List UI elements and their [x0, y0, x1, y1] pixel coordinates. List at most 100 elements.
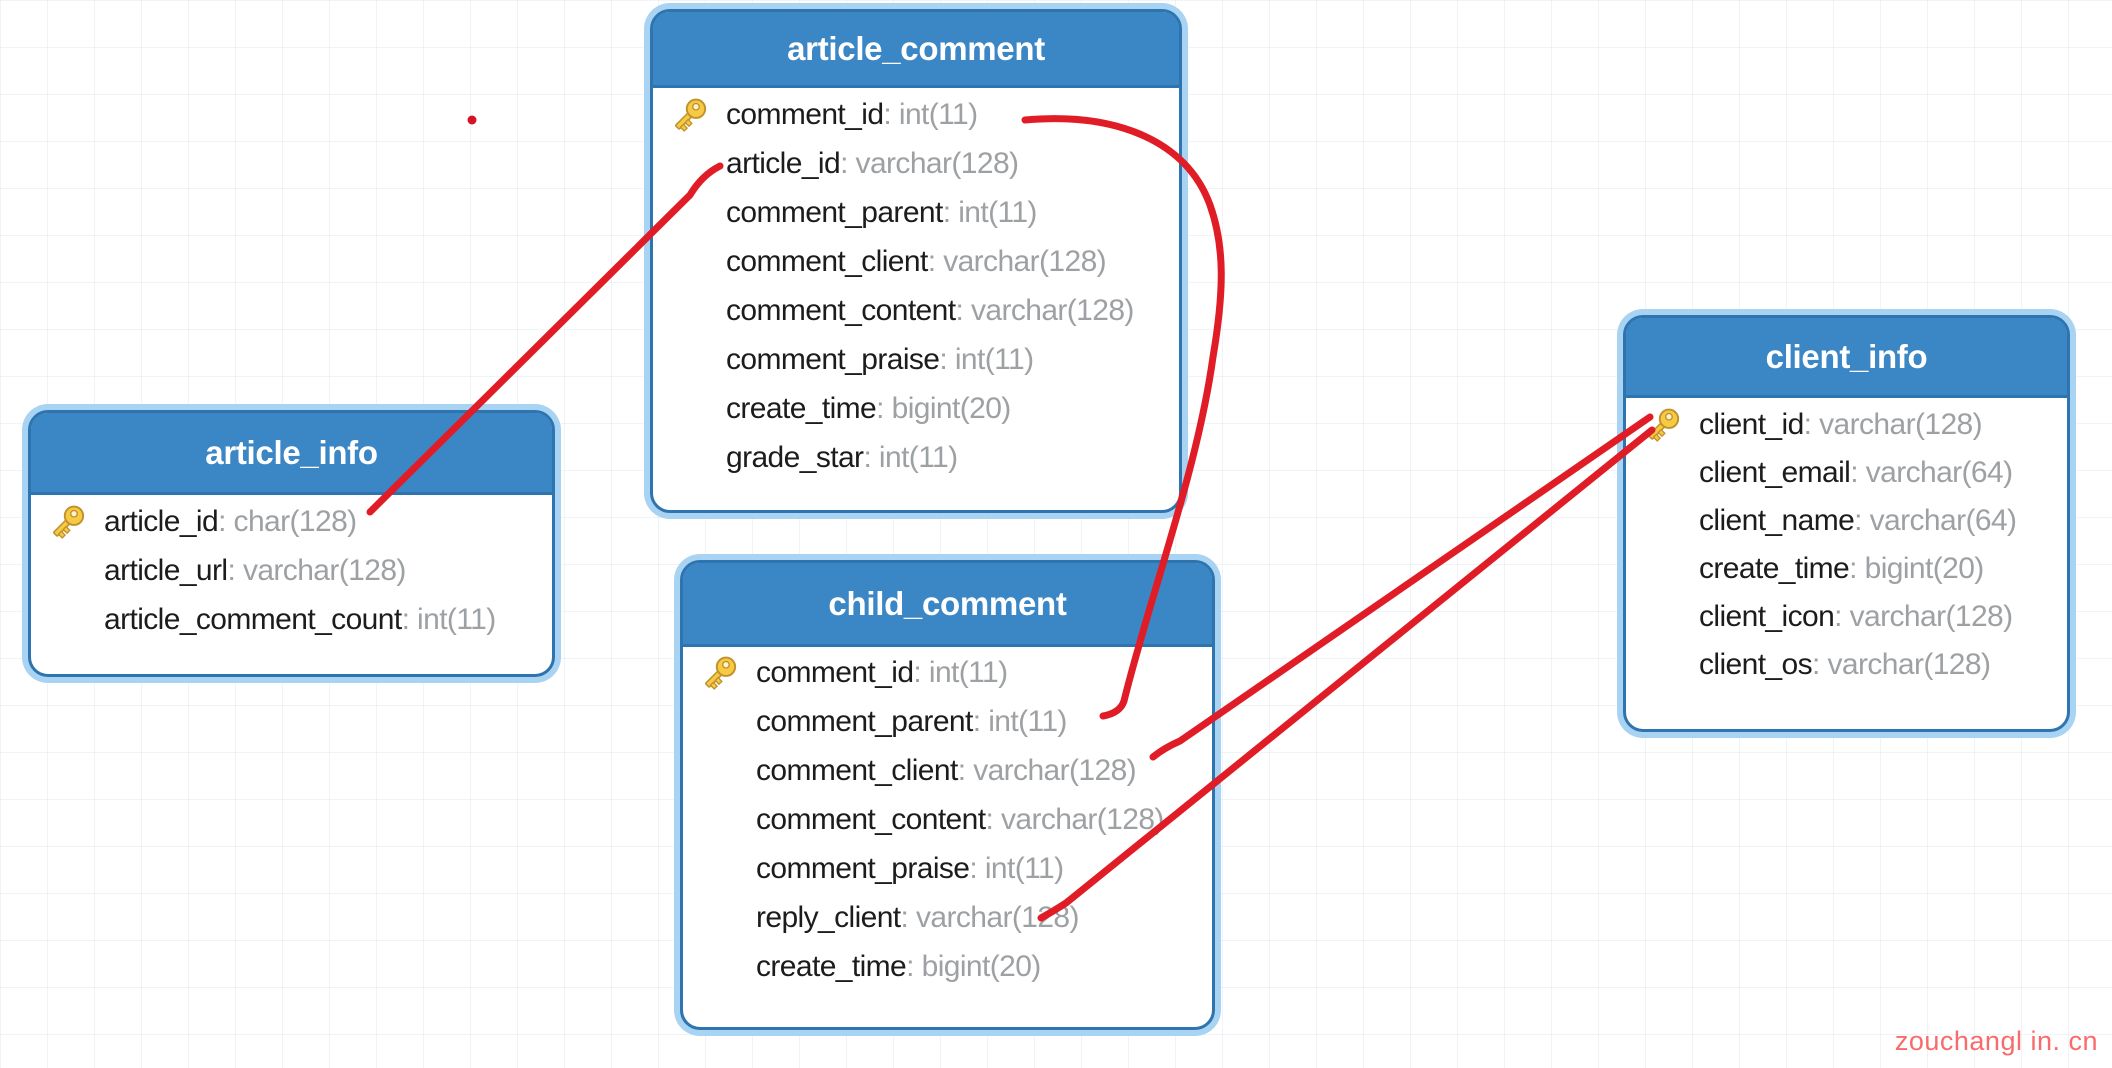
field-row-comment_client: comment_client: varchar(128) [683, 746, 1212, 795]
field-name: grade_star [726, 440, 864, 474]
field-row-comment_parent: comment_parent: int(11) [653, 188, 1179, 237]
field-name: client_os [1699, 648, 1813, 681]
field-row-article_id: article_id: varchar(128) [653, 139, 1179, 188]
table-fields-article-comment: comment_id: int(11)article_id: varchar(1… [653, 88, 1179, 482]
field-colon: : [906, 949, 922, 983]
field-type: bigint(20) [921, 949, 1042, 983]
field-name: article_url [104, 553, 228, 587]
field-type: varchar(64) [1869, 504, 2017, 537]
field-name: comment_parent [726, 195, 943, 229]
field-colon: : [883, 97, 899, 131]
table-header-child-comment: child_comment [683, 563, 1212, 647]
table-article-info[interactable]: article_info article_id: char(128)articl… [28, 410, 555, 677]
relation-line-clientid-commentclient [1149, 413, 1654, 761]
field-colon: : [1850, 456, 1866, 489]
field-colon: : [1834, 600, 1850, 633]
field-type: int(11) [878, 440, 958, 474]
field-row-comment_id: comment_id: int(11) [653, 90, 1179, 139]
table-header-article-info: article_info [31, 413, 552, 495]
field-name: create_time [1699, 552, 1850, 585]
table-title: article_comment [787, 29, 1045, 67]
table-header-article-comment: article_comment [653, 12, 1179, 88]
field-row-create_time: create_time: bigint(20) [653, 384, 1179, 433]
field-name: comment_client [726, 244, 928, 278]
watermark: zouchangl in. cn [1894, 1026, 2098, 1056]
field-name: article_comment_count [104, 602, 402, 636]
field-row-article_id: article_id: char(128) [31, 497, 552, 546]
stray-red-dot [467, 115, 477, 125]
field-name: client_email [1699, 456, 1851, 489]
field-row-create_time: create_time: bigint(20) [1626, 545, 2067, 593]
field-type: varchar(128) [1819, 408, 1983, 441]
field-name: reply_client [756, 900, 901, 934]
field-type: varchar(64) [1865, 456, 2013, 489]
field-row-article_comment_count: article_comment_count: int(11) [31, 595, 552, 644]
primary-key-icon [1640, 402, 1686, 448]
field-colon: : [840, 146, 856, 180]
field-colon: : [218, 504, 234, 538]
field-type: varchar(128) [943, 244, 1107, 278]
field-type: varchar(128) [916, 900, 1079, 934]
field-colon: : [985, 802, 1001, 836]
field-row-comment_parent: comment_parent: int(11) [683, 697, 1212, 746]
primary-key-icon [697, 650, 743, 696]
field-colon: : [1803, 408, 1820, 441]
field-name: comment_id [726, 97, 884, 131]
field-type: varchar(128) [1849, 600, 2013, 633]
field-type: int(11) [984, 851, 1064, 885]
field-name: article_id [726, 146, 841, 180]
field-colon: : [939, 342, 955, 376]
table-child-comment[interactable]: child_comment comment_id: int(11)comment… [680, 560, 1215, 1030]
table-fields-child-comment: comment_id: int(11)comment_parent: int(1… [683, 647, 1212, 991]
primary-key-icon [45, 499, 91, 545]
field-row-reply_client: reply_client: varchar(128) [683, 893, 1212, 942]
field-type: varchar(128) [1000, 802, 1164, 836]
table-title: client_info [1765, 337, 1928, 375]
field-row-comment_praise: comment_praise: int(11) [683, 844, 1212, 893]
field-colon: : [1812, 648, 1828, 681]
field-type: varchar(128) [855, 146, 1019, 180]
table-client-info[interactable]: client_info client_id: varchar(128)clien… [1623, 315, 2070, 732]
table-article-comment[interactable]: article_comment comment_id: int(11)artic… [650, 9, 1182, 513]
field-colon: : [1849, 552, 1865, 585]
field-colon: : [876, 391, 892, 425]
field-name: client_icon [1699, 600, 1835, 633]
field-row-comment_client: comment_client: varchar(128) [653, 237, 1179, 286]
field-type: varchar(128) [970, 293, 1134, 327]
field-colon: : [957, 753, 974, 787]
field-row-client_os: client_os: varchar(128) [1626, 641, 2067, 689]
field-name: client_name [1699, 504, 1855, 537]
field-colon: : [913, 655, 929, 689]
field-type: int(11) [958, 195, 1037, 229]
field-name: comment_praise [756, 851, 970, 885]
field-name: comment_client [756, 753, 958, 787]
table-title: child_comment [828, 584, 1067, 622]
field-name: comment_id [756, 655, 914, 689]
primary-key-icon [667, 92, 713, 138]
field-type: char(128) [233, 504, 358, 538]
field-type: int(11) [928, 655, 1008, 689]
field-row-grade_star: grade_star: int(11) [653, 433, 1179, 482]
field-colon: : [900, 900, 917, 934]
field-row-comment_praise: comment_praise: int(11) [653, 335, 1179, 384]
field-name: comment_parent [756, 704, 973, 738]
field-type: varchar(128) [1827, 648, 1991, 681]
table-title: article_info [205, 433, 378, 471]
field-colon: : [227, 553, 243, 587]
field-type: bigint(20) [1864, 552, 1985, 585]
table-header-client-info: client_info [1626, 318, 2067, 398]
table-fields-client-info: client_id: varchar(128)client_email: var… [1626, 398, 2067, 689]
field-row-client_email: client_email: varchar(64) [1626, 449, 2067, 497]
field-colon: : [927, 244, 944, 278]
field-type: varchar(128) [242, 553, 406, 587]
field-row-create_time: create_time: bigint(20) [683, 942, 1212, 991]
field-type: int(11) [898, 97, 978, 131]
field-type: int(11) [954, 342, 1034, 376]
field-type: bigint(20) [891, 391, 1012, 425]
field-name: comment_praise [726, 342, 940, 376]
field-type: int(11) [988, 704, 1067, 738]
field-type: varchar(128) [973, 753, 1137, 787]
field-row-article_url: article_url: varchar(128) [31, 546, 552, 595]
field-colon: : [863, 440, 879, 474]
